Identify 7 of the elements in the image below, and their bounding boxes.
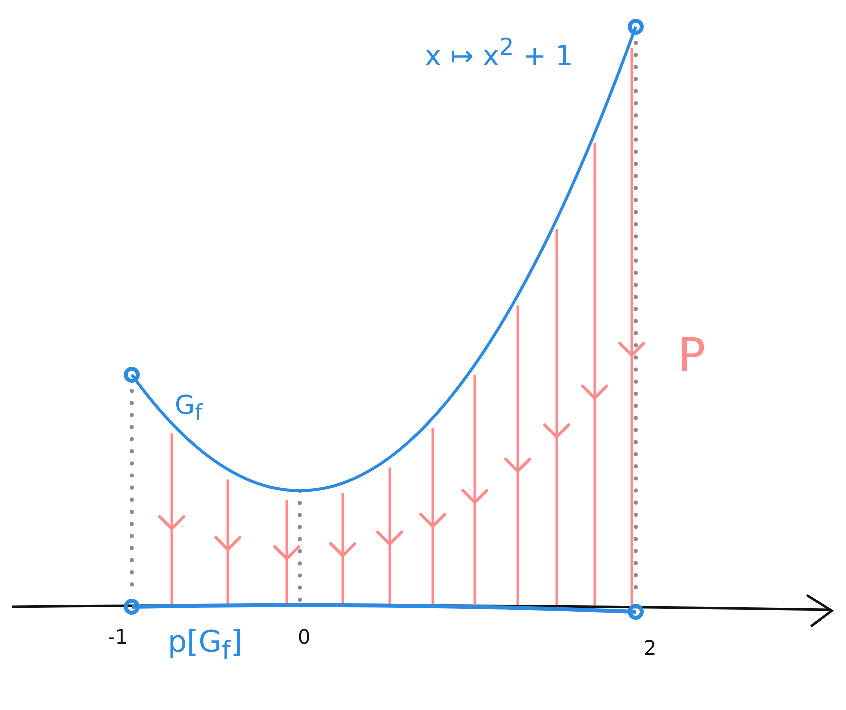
tick-label: 2 — [644, 638, 657, 658]
image-label: p[G$_{f}$] — [168, 628, 243, 663]
graph-label: G$_{f}$ — [175, 393, 203, 425]
projection-label: P — [678, 332, 706, 378]
tick-label: 0 — [298, 627, 311, 647]
tick-label: -1 — [108, 627, 128, 647]
function-label: x ↦ x$^{2}$ + 1 — [425, 36, 574, 70]
